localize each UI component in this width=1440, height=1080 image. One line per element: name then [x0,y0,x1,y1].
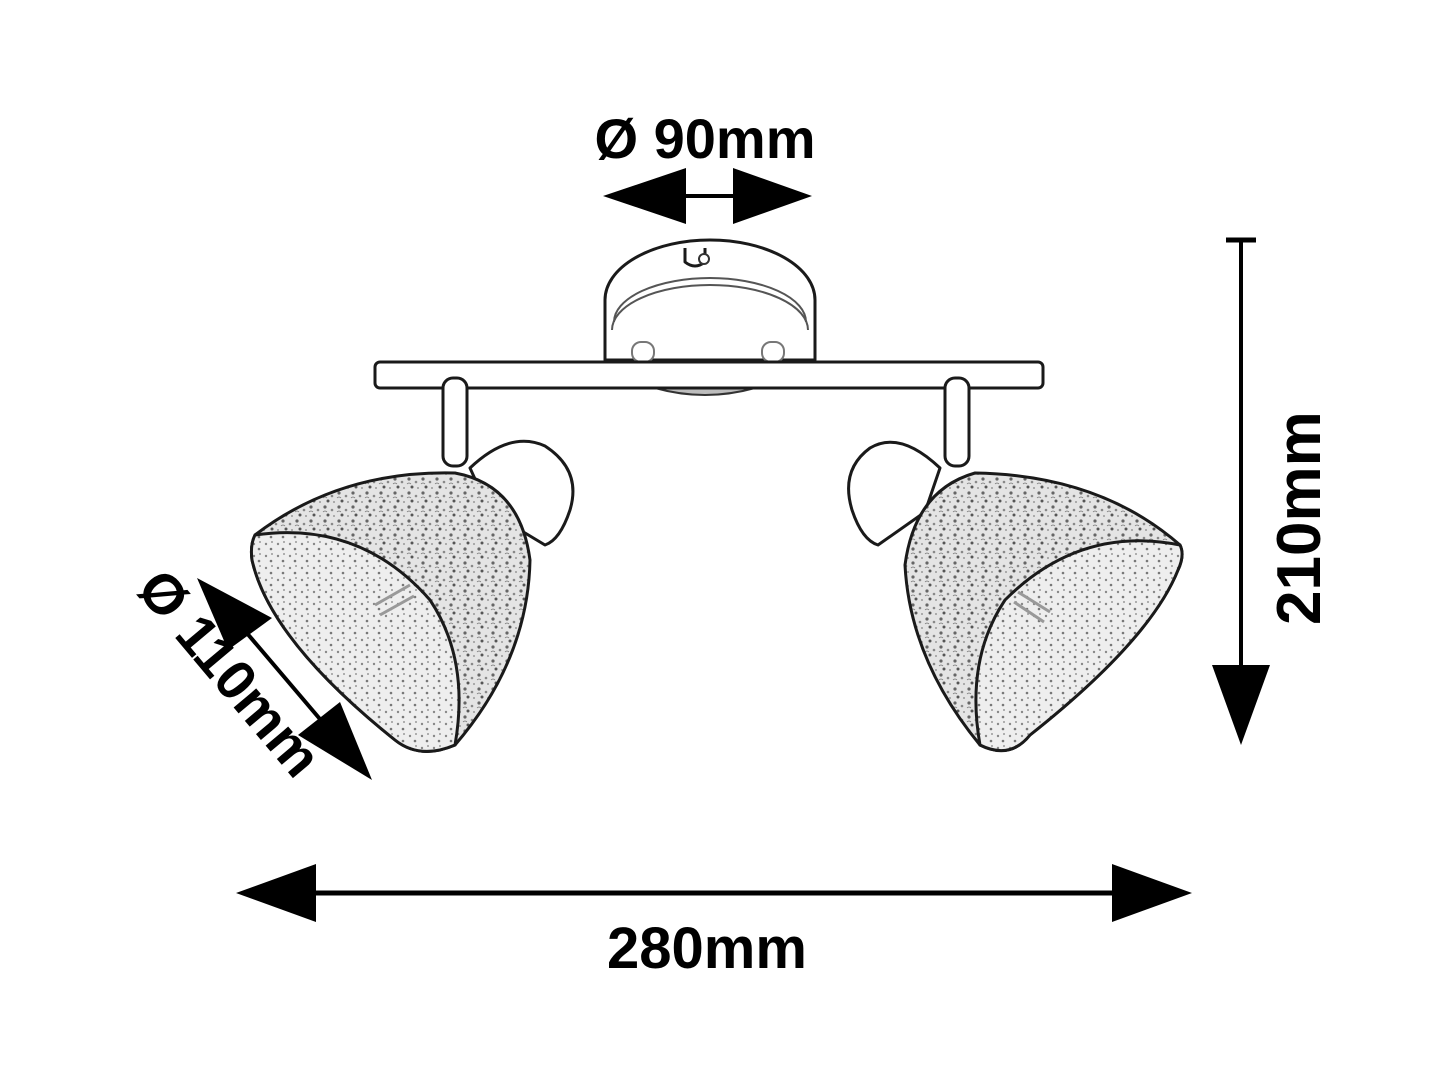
canopy-diameter-label: Ø 90mm [595,107,816,170]
canopy-diameter-dimension: Ø 90mm [595,107,816,224]
height-dimension: 210mm [1212,237,1334,745]
arrow-down-icon [1212,665,1270,745]
arrow-right-icon [1112,864,1192,922]
right-shade [903,471,1184,753]
height-label: 210mm [1265,411,1334,625]
left-shade [249,471,532,753]
arrow-up-left-icon [197,578,272,650]
arrow-left-icon [603,168,686,224]
mounting-bar [373,360,1045,390]
arrow-down-right-icon [298,702,372,780]
arrow-left-icon [236,864,316,922]
right-arm [847,376,971,547]
ceiling-canopy [603,238,817,396]
left-arm [441,376,575,547]
width-label: 280mm [607,916,807,981]
arrow-right-icon [733,168,812,224]
width-dimension: 280mm [236,864,1192,981]
